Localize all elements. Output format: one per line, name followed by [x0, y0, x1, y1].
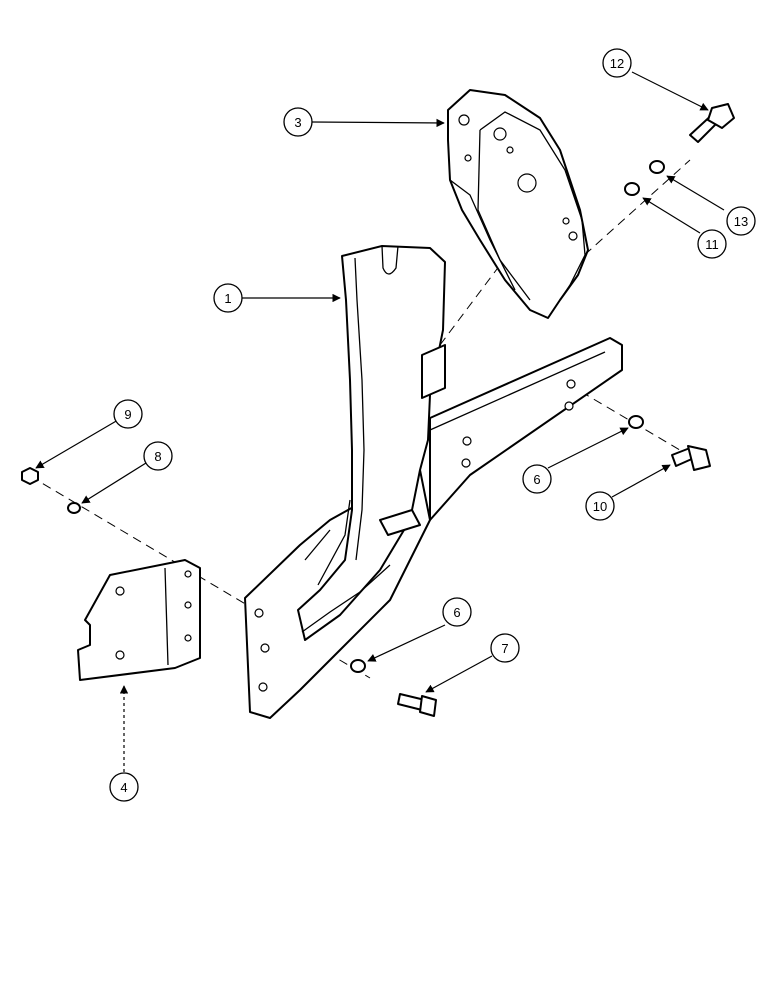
callout-label-8: 8 [154, 449, 161, 464]
hardware [21, 103, 735, 717]
callout-label-7: 7 [501, 641, 508, 656]
callout-label-6-right: 6 [533, 472, 540, 487]
callout-label-10: 10 [593, 499, 607, 514]
callout-label-3: 3 [294, 115, 301, 130]
callout-13: 13 [726, 206, 756, 236]
callout-6-right: 6 [522, 464, 552, 494]
callout-label-11: 11 [705, 237, 719, 252]
callout-12: 12 [602, 48, 632, 78]
mounting-bracket [77, 559, 201, 681]
callout-1: 1 [213, 283, 243, 313]
callout-label-13: 13 [734, 214, 748, 229]
callout-label-6-lower: 6 [453, 605, 460, 620]
pivot-housing [447, 89, 589, 319]
leader-lines [35, 71, 725, 772]
callout-10: 10 [585, 491, 615, 521]
callout-9: 9 [113, 399, 143, 429]
callout-label-9: 9 [124, 407, 131, 422]
callout-label-12: 12 [610, 56, 624, 71]
upright-bracket [297, 245, 446, 641]
callout-label-4: 4 [120, 780, 127, 795]
callout-11: 11 [697, 229, 727, 259]
callout-label-1: 1 [224, 291, 231, 306]
callout-8: 8 [143, 441, 173, 471]
frame-arm [429, 337, 623, 521]
callout-3: 3 [283, 107, 313, 137]
callout-7: 7 [490, 633, 520, 663]
callout-6-lower: 6 [442, 597, 472, 627]
callout-4: 4 [109, 772, 139, 802]
